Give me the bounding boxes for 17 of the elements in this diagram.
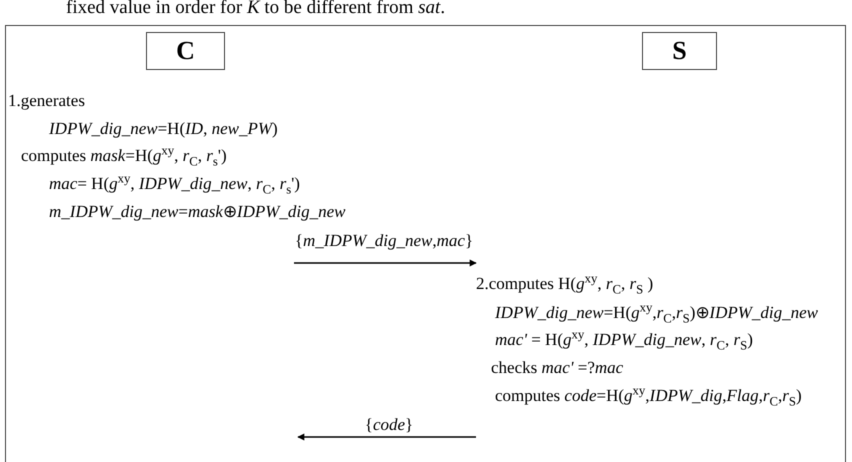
party-box: C [146, 32, 225, 70]
protocol-step-text: checks mac' =?mac [491, 357, 624, 379]
protocol-step-text: computes mask=H(g$^{xy}$, r$_{C}$, r$_{s}$') [21, 145, 227, 167]
protocol-step-text: 1.generates [8, 90, 85, 112]
protocol-step-text: 2.computes H(g$^{xy}$, r$_{C}$, r$_{S}$ ) [476, 273, 654, 295]
message-arrow [294, 260, 477, 266]
protocol-step-text: m_IDPW_dig_new=mask⊕IDPW_dig_new [49, 201, 346, 223]
protocol-step-text: IDPW_dig_new=H(ID, new_PW) [49, 118, 278, 140]
party-box: S [642, 32, 717, 70]
protocol-step-text: computes code=H(g$^{xy}$,IDPW_dig,Flag,r$_{C}$,r$_{S}$) [495, 385, 802, 407]
protocol-step-text: mac' = H(g$^{xy}$, IDPW_dig_new, r$_{C}$, r$_{S}$) [495, 329, 753, 351]
protocol-step-text: mac= H(g$^{xy}$, IDPW_dig_new, r$_{C}$, r$_{s}$') [49, 173, 300, 195]
edge-label: {code} [364, 414, 414, 436]
protocol-step-text: IDPW_dig_new=H(g$^{xy}$,r$_{C}$,r$_{S}$)⊕IDPW_dig_new [495, 302, 818, 324]
protocol-frame [5, 25, 846, 462]
message-arrow [297, 434, 476, 440]
edge-label: {m_IDPW_dig_new,mac} [294, 230, 474, 252]
